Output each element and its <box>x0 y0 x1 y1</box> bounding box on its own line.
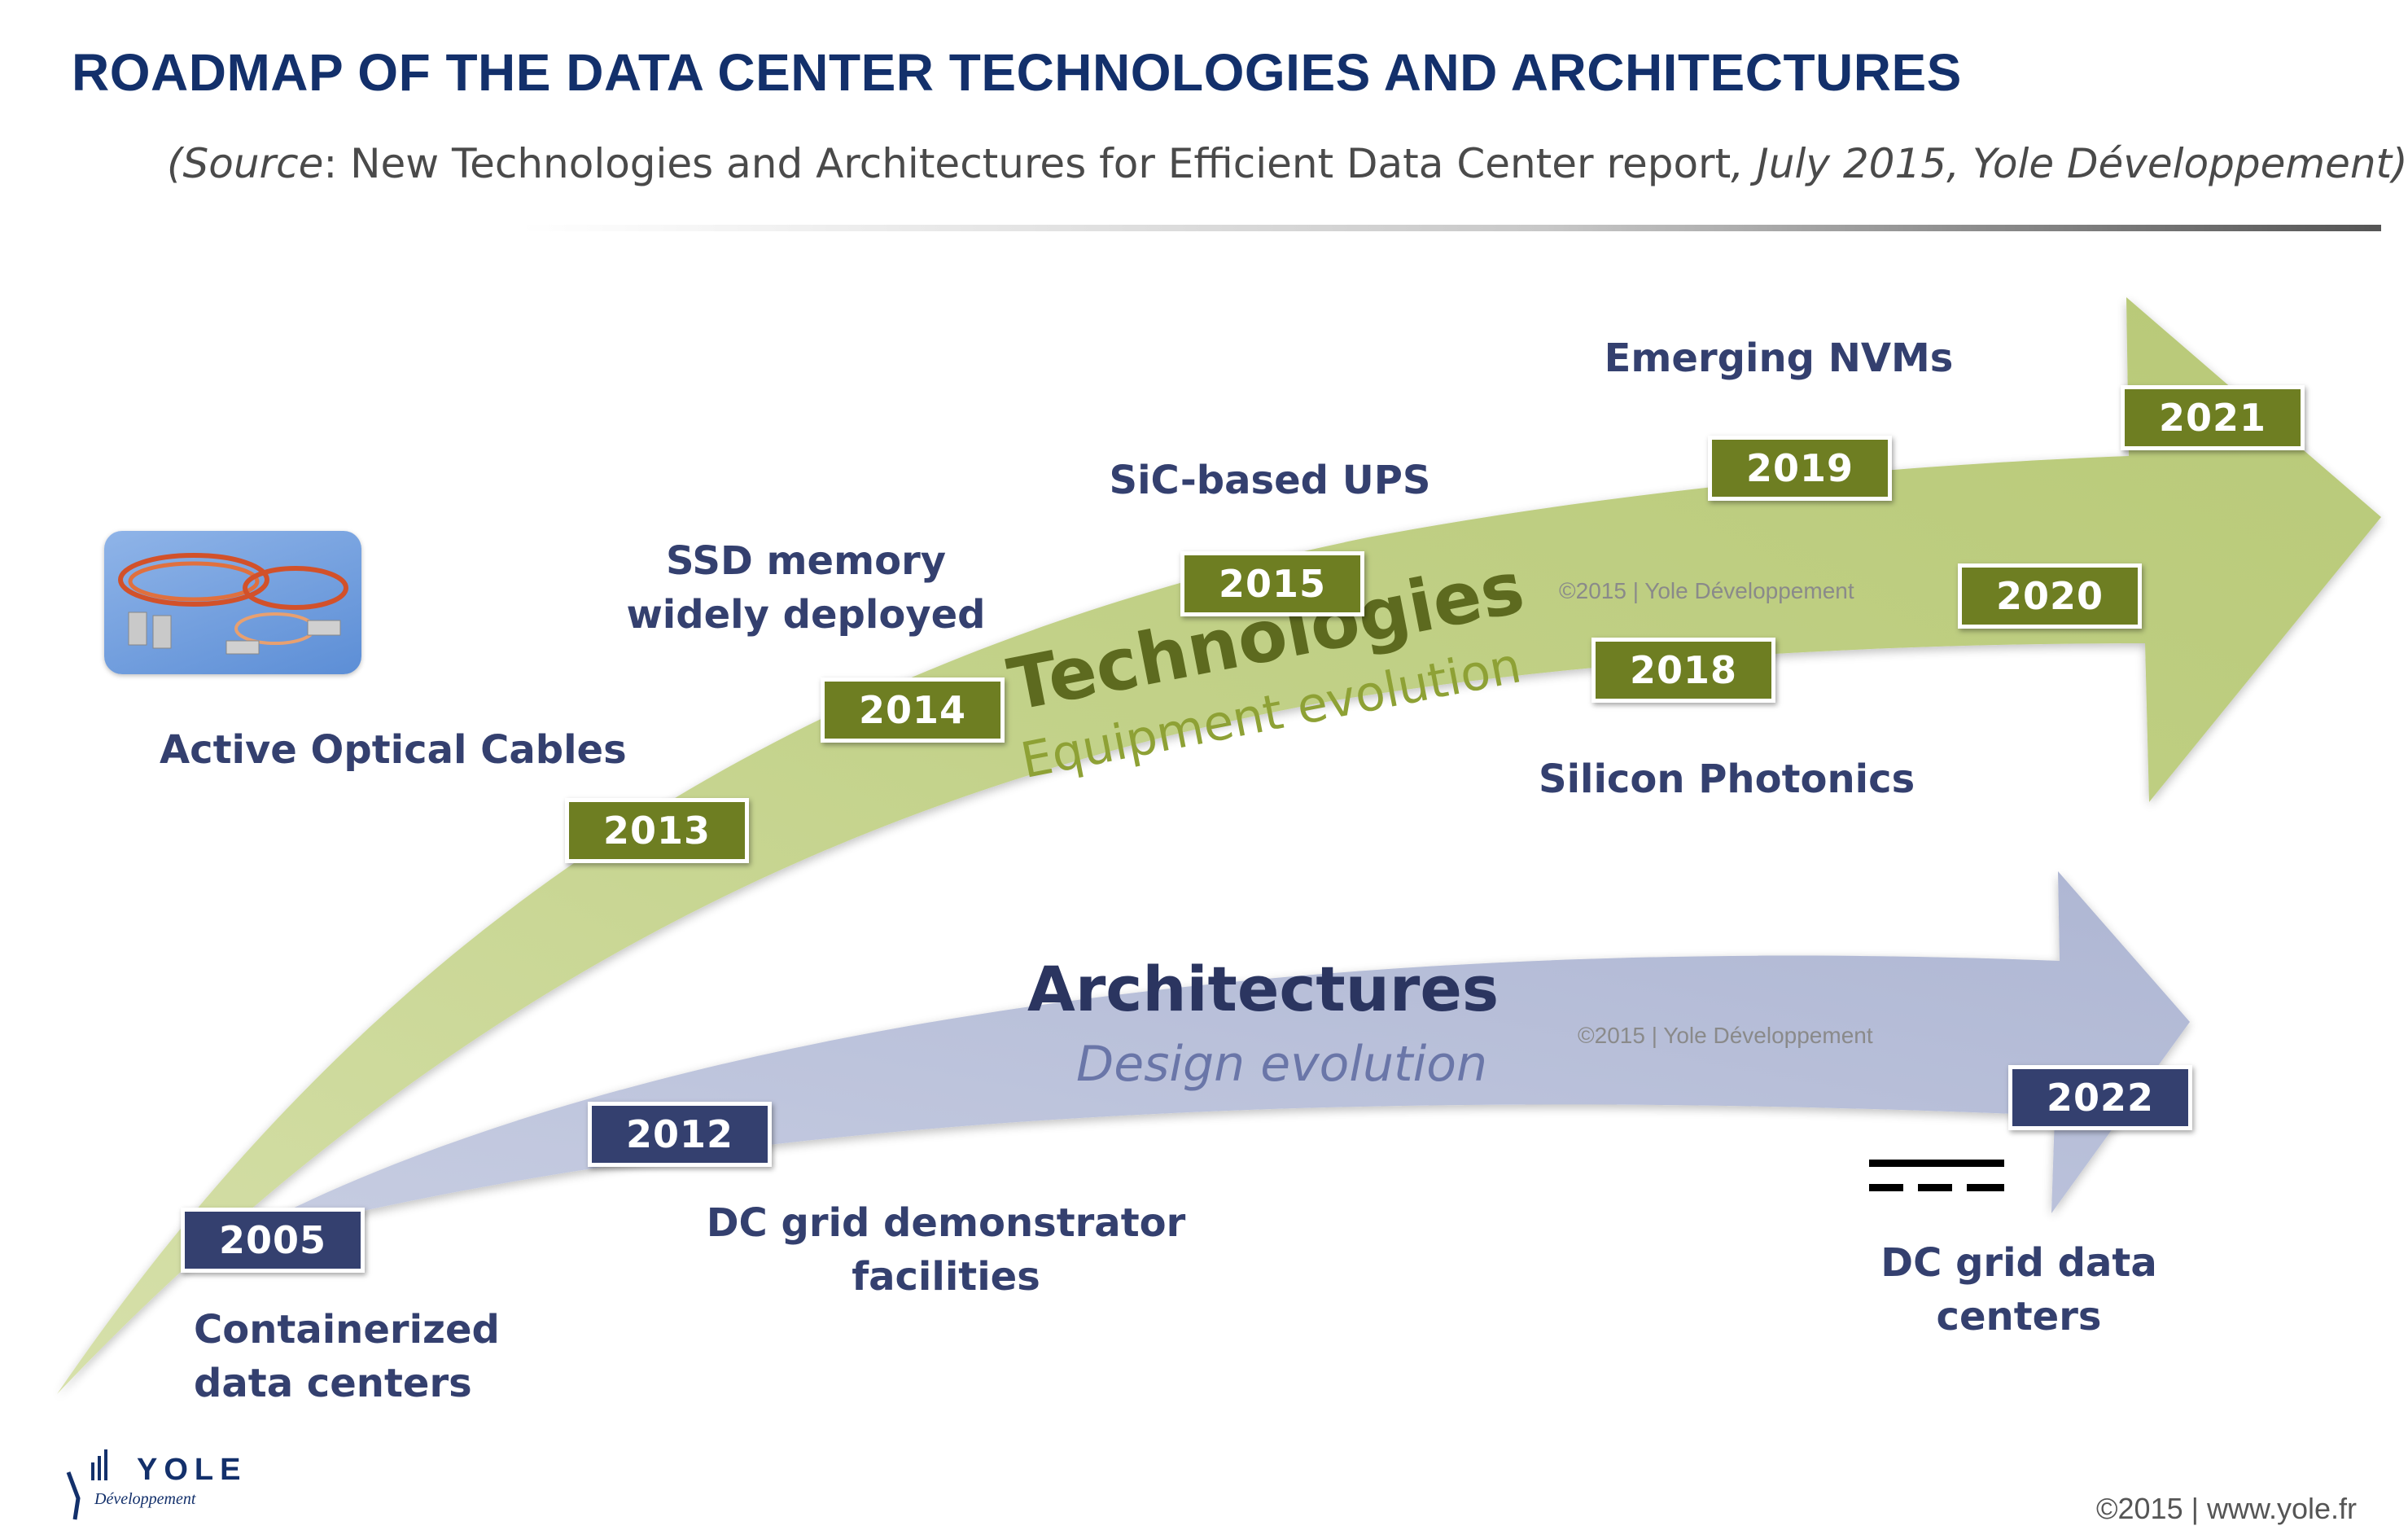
label-dc-grid-demo-line1: DC grid demonstrator <box>706 1200 1186 1246</box>
logo-subtitle: Développement <box>94 1490 196 1508</box>
milestone-2018: 2018 <box>1591 638 1775 703</box>
architectures-arrow <box>220 871 2190 1246</box>
milestone-2021: 2021 <box>2121 385 2305 450</box>
label-ssd-line2: widely deployed <box>626 592 986 638</box>
milestone-2019: 2019 <box>1708 436 1892 501</box>
label-sic-based-ups: SiC-based UPS <box>1109 458 1431 503</box>
dc-current-symbol <box>1869 1160 2004 1191</box>
label-ssd-line1: SSD memory <box>665 538 947 584</box>
label-active-optical-cables: Active Optical Cables <box>160 727 627 773</box>
source-open-paren: ( <box>167 140 183 187</box>
milestone-2015: 2015 <box>1180 551 1364 616</box>
page-title: ROADMAP OF THE DATA CENTER TECHNOLOGIES … <box>72 43 1962 102</box>
technologies-watermark: ©2015 | Yole Développement <box>1559 578 1854 603</box>
logo-name: YOLE <box>137 1453 247 1487</box>
label-emerging-nvms: Emerging NVMs <box>1604 335 1954 381</box>
milestone-2012: 2012 <box>588 1102 772 1167</box>
optical-cables-photo <box>104 531 361 674</box>
label-silicon-photonics: Silicon Photonics <box>1539 756 1915 802</box>
milestone-2020: 2020 <box>1958 563 2142 629</box>
footer-copyright: ©2015 | www.yole.fr <box>2095 1492 2357 1525</box>
milestone-2013: 2013 <box>565 798 749 863</box>
milestone-2014: 2014 <box>821 677 1005 743</box>
label-dc-grid-data-centers: DC grid data centers <box>1815 1236 2222 1344</box>
source-word: Source <box>182 140 324 187</box>
label-dc-grid-dc-line1: DC grid data <box>1880 1240 2157 1286</box>
source-colon: : <box>323 140 351 187</box>
architectures-title: Architectures <box>1027 953 1500 1025</box>
label-containerized-line1: Containerized <box>194 1307 500 1353</box>
milestone-2022: 2022 <box>2008 1065 2192 1130</box>
architectures-watermark: ©2015 | Yole Développement <box>1578 1023 1873 1048</box>
label-ssd-memory: SSD memory widely deployed <box>619 534 993 642</box>
source-citation: (Source: New Technologies and Architectu… <box>167 140 2408 187</box>
label-dc-grid-dc-line2: centers <box>1936 1294 2102 1340</box>
source-date-publisher: , July 2015, Yole Développement) <box>1731 140 2408 187</box>
technologies-arrow <box>57 297 2381 1394</box>
yole-logo-icon <box>66 1449 107 1520</box>
label-containerized-data-centers: Containerized data centers <box>194 1303 500 1410</box>
architectures-subtitle: Design evolution <box>1076 1036 1487 1093</box>
milestone-2005: 2005 <box>181 1208 365 1273</box>
label-dc-grid-demonstrator: DC grid demonstrator facilities <box>702 1196 1190 1304</box>
label-dc-grid-demo-line2: facilities <box>852 1254 1040 1300</box>
label-containerized-line2: data centers <box>194 1361 472 1406</box>
source-report-name: New Technologies and Architectures for E… <box>350 140 1732 187</box>
header-divider <box>521 225 2381 231</box>
